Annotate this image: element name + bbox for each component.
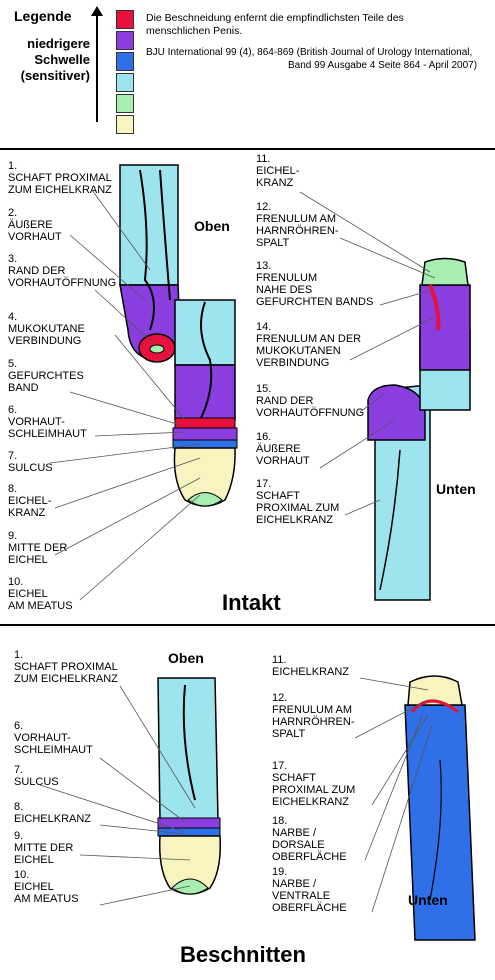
intakt-label-6: 6. VORHAUT- SCHLEIMHAUT [8,404,87,440]
beschnitten-label-7: 7. SULCUS [14,764,59,788]
intakt-label-5: 5. GEFURCHTES BAND [8,358,84,394]
legend-swatch-1 [116,10,134,29]
legend-subtitle: niedrigere Schwelle (sensitiver) [20,36,90,83]
intakt-oben-label: Oben [194,218,230,234]
legend-swatch-6 [116,115,134,134]
beschnitten-label-9: 9. MITTE DER EICHEL [14,830,74,866]
intakt-label-9: 9. MITTE DER EICHEL [8,530,68,566]
intakt-unten-drawing [367,257,471,601]
header-ref2: Band 99 Ausgabe 4 Seite 864 - April 2007… [288,60,478,71]
intakt-label-8: 8. EICHEL- KRANZ [8,483,52,519]
beschnitten-label-19: 19. NARBE / VENTRALE OBERFLÄCHE [272,866,347,914]
intakt-label-11: 11. EICHEL- KRANZ [256,153,300,189]
divider-top [0,148,495,150]
header-line2: menschlichen Penis. [146,25,243,37]
beschnitten-label-18: 18. NARBE / DORSALE OBERFLÄCHE [272,815,347,863]
beschnitten-title: Beschnitten [180,942,306,967]
intakt-oben-drawing [119,164,238,507]
intakt-unten-label: Unten [436,481,476,497]
beschnitten-label-11: 11. EICHELKRANZ [272,654,350,678]
intakt-title: Intakt [222,590,281,615]
intakt-label-3: 3. RAND DER VORHAUTÖFFNUNG [8,253,117,289]
intakt-label-13: 13. FRENULUM NAHE DES GEFURCHTEN BANDS [256,260,374,308]
intakt-label-14: 14. FRENULUM AN DER MUKOKUTANEN VERBINDU… [256,321,362,369]
divider-middle [0,624,495,626]
intakt-label-16: 16. ÄUßERE VORHAUT [256,431,310,467]
beschnitten-label-8: 8. EICHELKRANZ [14,801,92,825]
intakt-label-2: 2. ÄUßERE VORHAUT [8,207,62,243]
header-ref1: BJU International 99 (4), 864-869 (Briti… [146,47,473,58]
legend-arrow-icon [91,6,103,16]
legend-swatch-5 [116,94,134,113]
intakt-label-7: 7. SULCUS [8,450,53,474]
beschnitten-label-12: 12. FRENULUM AM HARNRÖHREN- SPALT [272,692,355,740]
intakt-label-15: 15. RAND DER VORHAUTÖFFNUNG [256,383,365,419]
intakt-label-4: 4. MUKOKUTANE VERBINDUNG [8,311,85,347]
beschnitten-label-6: 6. VORHAUT- SCHLEIMHAUT [14,720,93,756]
intakt-label-12: 12. FRENULUM AM HARNRÖHREN- SPALT [256,201,339,249]
header-line1: Die Beschneidung enfernt die empfindlich… [146,12,404,24]
beschnitten-oben-drawing [157,677,222,895]
intakt-label-17: 17. SCHAFT PROXIMAL ZUM EICHELKRANZ [256,478,340,526]
legend-swatch-4 [116,73,134,92]
beschnitten-oben-label: Oben [168,650,204,666]
intakt-label-10: 10. EICHEL AM MEATUS [8,576,73,612]
legend-swatch-2 [116,31,134,50]
beschnitten-label-1: 1. SCHAFT PROXIMAL ZUM EICHELKRANZ [14,649,118,685]
legend-arrow-shaft [96,12,98,122]
beschnitten-label-10: 10. EICHEL AM MEATUS [14,869,79,905]
intakt-label-1: 1. SCHAFT PROXIMAL ZUM EICHELKRANZ [8,160,112,196]
legend-title: Legende [14,8,72,24]
beschnitten-label-17: 17. SCHAFT PROXIMAL ZUM EICHELKRANZ [272,760,356,808]
legend-swatch-3 [116,52,134,71]
beschnitten-unten-label: Unten [408,892,448,908]
